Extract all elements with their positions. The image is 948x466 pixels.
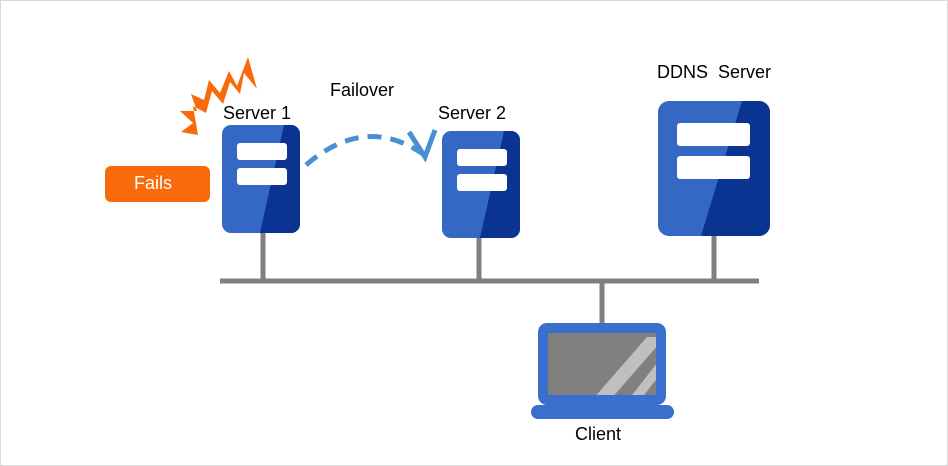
fails-badge-label: Fails (134, 173, 173, 193)
server-2-slot-top (457, 149, 507, 166)
client-label: Client (575, 424, 622, 444)
server-1-slot-bottom (237, 168, 287, 185)
ddns-server-icon[interactable] (658, 101, 770, 236)
failover-connection[interactable] (304, 129, 438, 167)
server-1-label: Server 1 (223, 103, 292, 123)
monitor-glare (596, 337, 656, 395)
ddns-server-slot-bottom (677, 156, 750, 179)
server-1-icon[interactable] (222, 125, 300, 233)
failover-arrow-chevron-icon (406, 129, 438, 163)
server-2-slot-bottom (457, 174, 507, 191)
failover-label: Failover (330, 80, 395, 100)
failure-burst-icon (180, 57, 257, 135)
fails-badge[interactable] (105, 166, 210, 202)
server-1-slot-top (237, 143, 287, 160)
ddns-server-label: DDNS Server (657, 62, 772, 82)
client-monitor-icon[interactable] (531, 323, 683, 419)
server-2-label: Server 2 (438, 103, 507, 123)
server-2-icon[interactable] (442, 131, 520, 238)
failover-arc (304, 134, 428, 167)
ddns-server-slot-top (677, 123, 750, 146)
network-bus (220, 233, 759, 327)
monitor-stand-base (531, 405, 674, 419)
